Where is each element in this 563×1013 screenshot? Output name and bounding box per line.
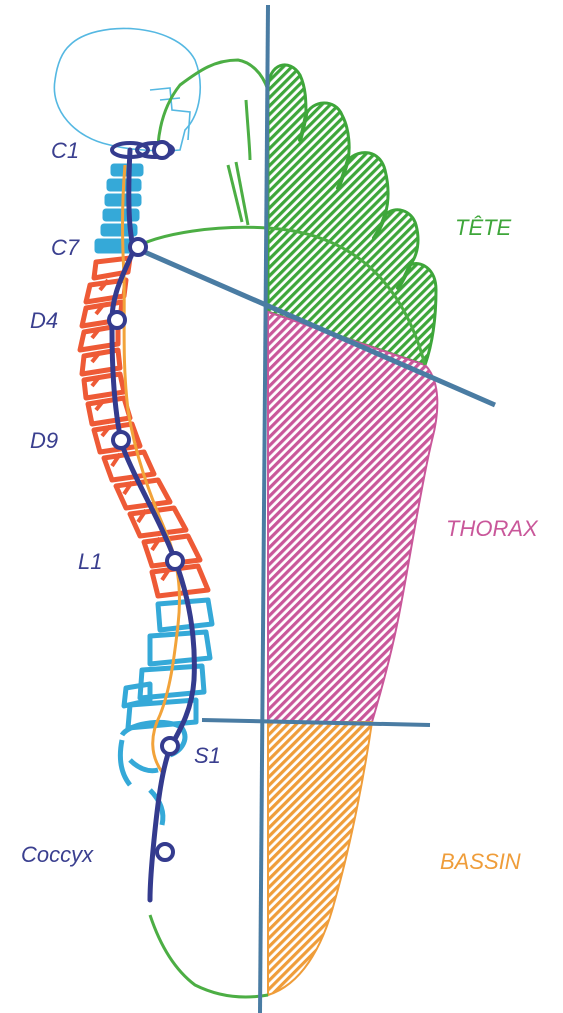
label-c7: C7: [51, 235, 80, 260]
s1-marker: [162, 738, 178, 754]
label-l1: L1: [78, 549, 102, 574]
label-s1: S1: [194, 743, 221, 768]
c1-marker: [154, 142, 170, 158]
label-thorax-zone: THORAX: [446, 516, 539, 541]
label-head-zone: TÊTE: [455, 215, 512, 240]
thorax-pelvis-divider: [202, 720, 430, 725]
coccyx-marker: [157, 844, 173, 860]
label-d9: D9: [30, 428, 58, 453]
l1-marker: [167, 553, 183, 569]
c7-marker: [130, 239, 146, 255]
label-d4: D4: [30, 308, 58, 333]
pelvis-zone: [268, 722, 372, 995]
lumbar-vertebrae: [120, 600, 212, 825]
label-coccyx: Coccyx: [21, 842, 94, 867]
thorax-zone: [268, 312, 437, 722]
label-pelvis-zone: BASSIN: [440, 849, 521, 874]
vertical-axis-line: [260, 5, 268, 1013]
d4-marker: [109, 312, 125, 328]
d9-marker: [113, 432, 129, 448]
label-c1: C1: [51, 138, 79, 163]
